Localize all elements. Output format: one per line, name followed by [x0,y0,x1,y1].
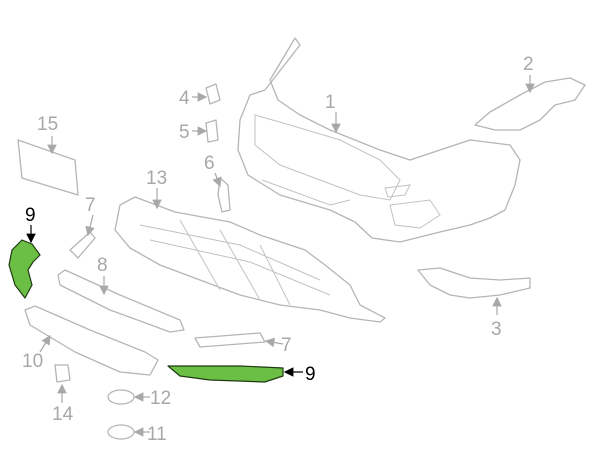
license-plate-bracket-part [17,139,79,196]
reinforcement-part-8 [57,269,185,333]
callout-13: 13 [146,168,167,189]
callout-6: 6 [204,153,215,174]
callout-15: 15 [37,114,58,135]
callout-11: 11 [147,424,167,445]
callout-5: 5 [179,122,190,143]
nut-part-12 [107,389,135,405]
deflector-part-9-right [167,365,284,383]
valance-part-10 [24,305,159,376]
callout-9-right: 9 [305,364,316,385]
bumper-cover-part [237,37,521,243]
clip-part-14 [54,364,71,383]
callout-14: 14 [52,404,74,425]
callout-12: 12 [150,388,171,409]
deflector-part-9-left [8,239,41,299]
callout-7-left: 7 [85,195,96,216]
callout-2: 2 [523,54,534,75]
screw-part-11 [107,424,135,440]
clip-part-5 [205,119,219,143]
bracket-part-2 [474,77,586,131]
bracket-part-3 [417,267,531,299]
callout-3: 3 [491,319,502,340]
bracket-part-7-right [194,332,266,348]
bracket-part-7-left [69,231,96,259]
undertray-part [114,196,386,323]
clip-part-4 [205,83,221,105]
callout-9-left: 9 [25,205,36,226]
bracket-part-6 [217,177,231,213]
callout-7-right: 7 [281,335,292,356]
callout-4: 4 [179,88,190,109]
callout-8: 8 [97,255,108,276]
callout-1: 1 [325,92,336,113]
callout-10: 10 [22,351,43,372]
